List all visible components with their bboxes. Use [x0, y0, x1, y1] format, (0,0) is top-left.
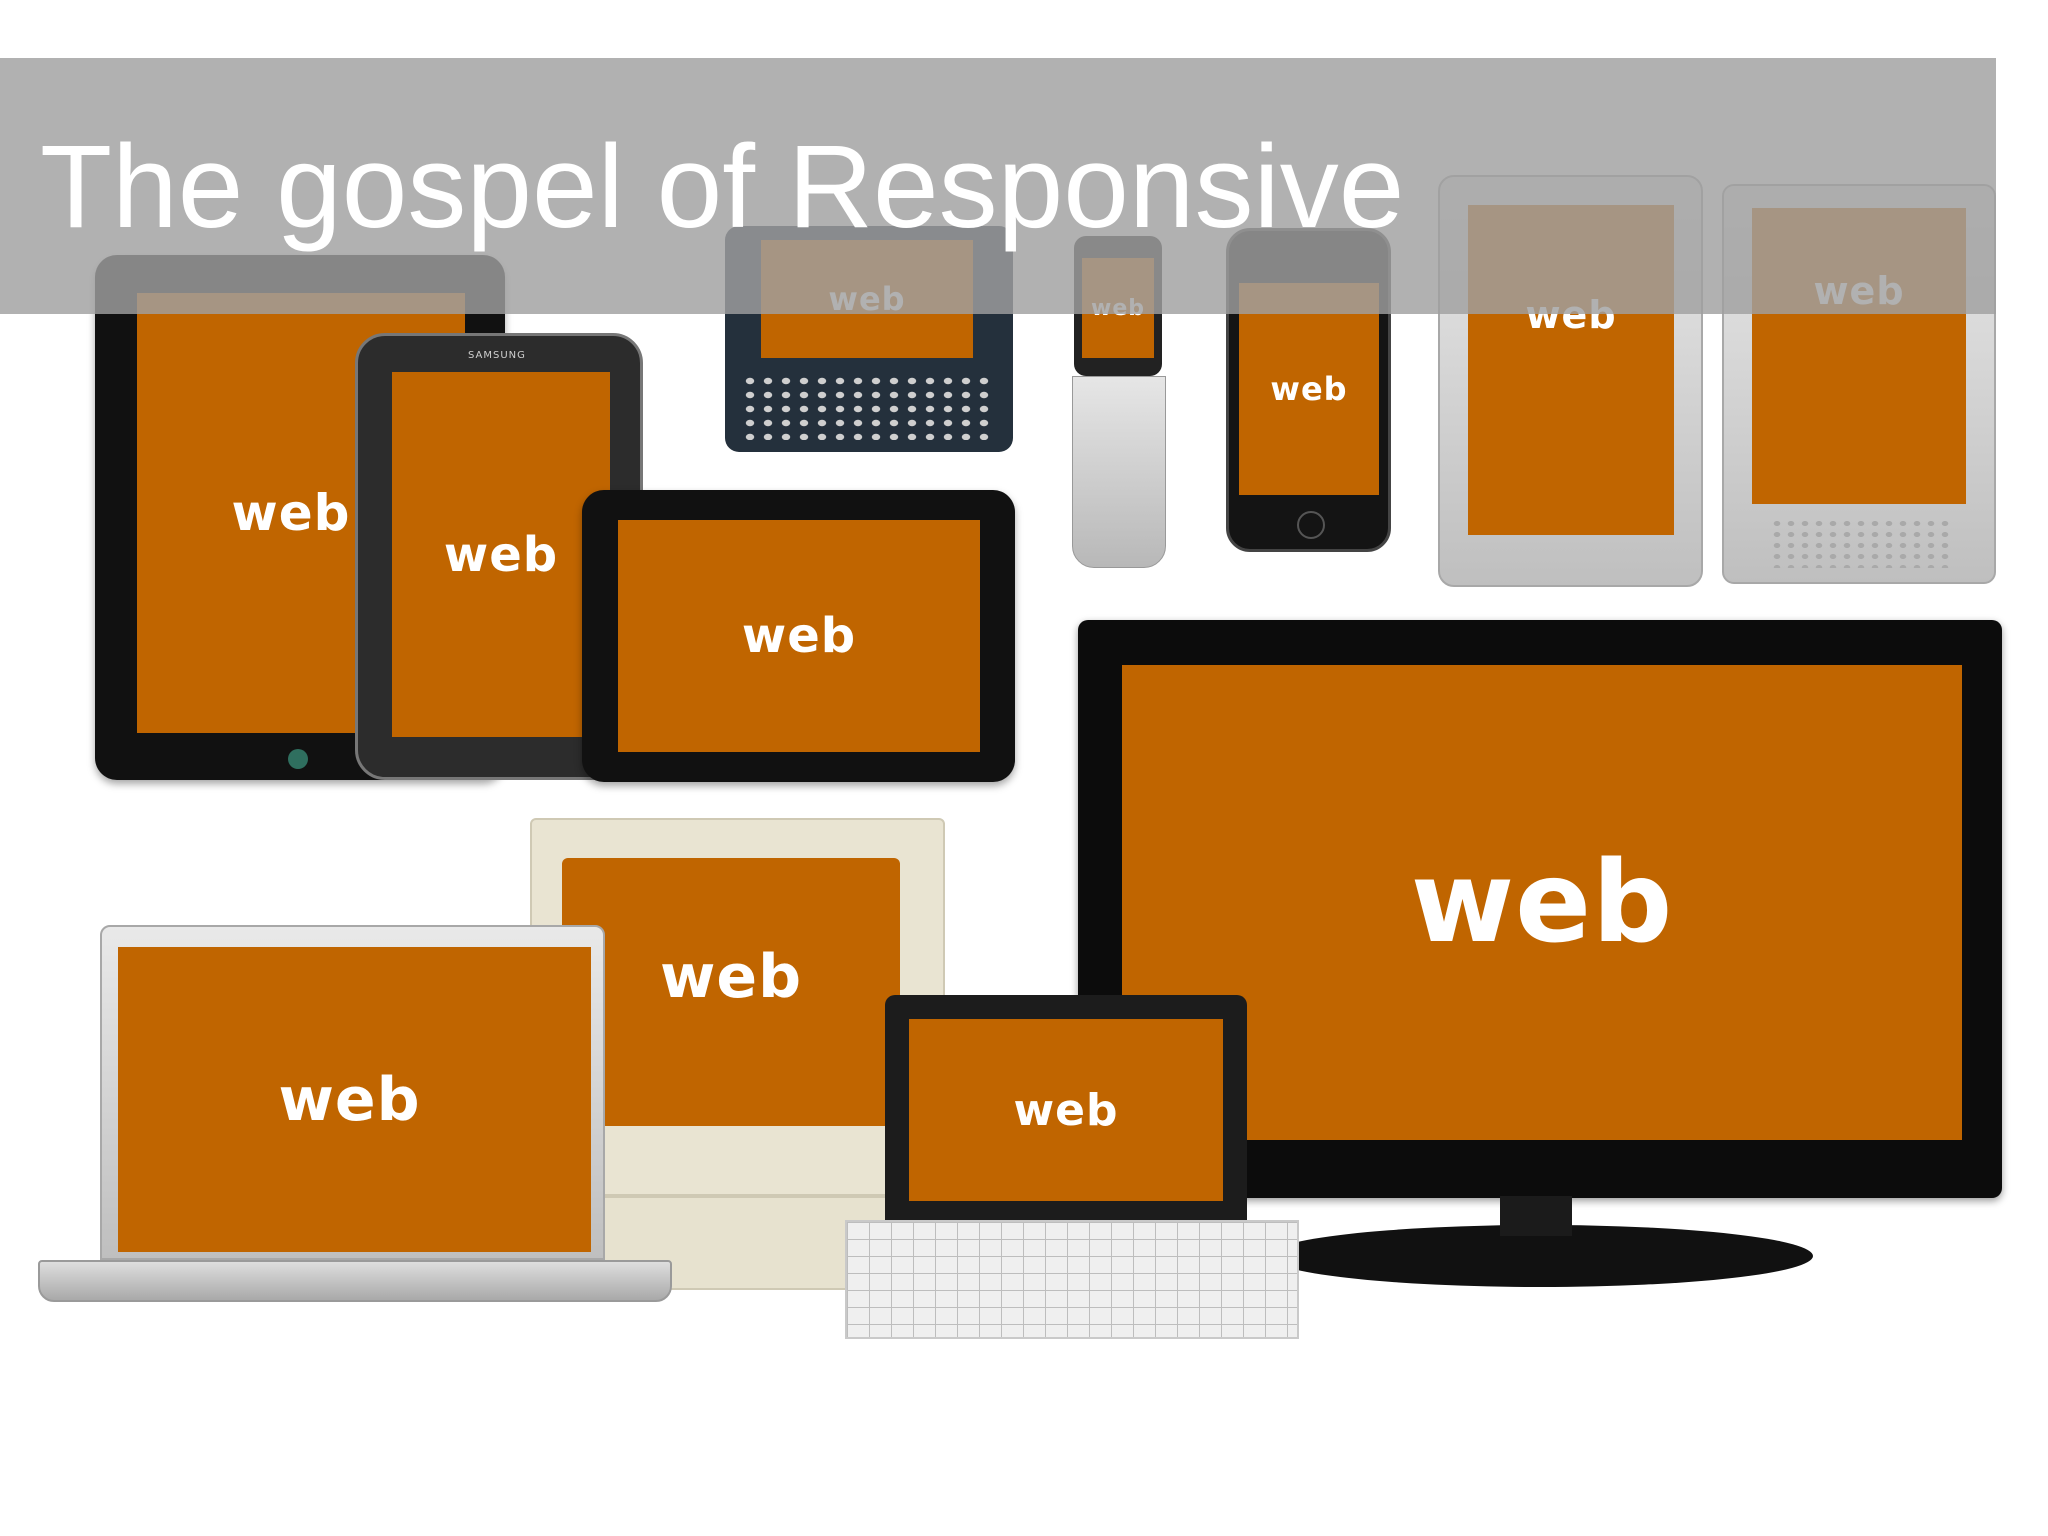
- phone-keyboard: [741, 374, 997, 440]
- iphone-screen: web: [1239, 283, 1379, 495]
- netbook-keyboard: [845, 1220, 1299, 1339]
- galaxy-tab-screen: web: [392, 372, 610, 737]
- tv-screen: web: [1122, 665, 1962, 1140]
- flip-phone-keypad: [1072, 376, 1166, 568]
- samsung-logo: SAMSUNG: [468, 350, 526, 361]
- netbook-device: web: [885, 995, 1247, 1220]
- crt-monitor-web-label: web: [659, 942, 803, 1012]
- title-banner: [0, 58, 1996, 314]
- landscape-tablet-device: web: [582, 490, 1015, 782]
- home-button-icon: [288, 749, 308, 769]
- netbook-web-label: web: [1013, 1084, 1119, 1136]
- slide-title: The gospel of Responsive: [40, 121, 1405, 253]
- landscape-tablet-web-label: web: [741, 608, 857, 664]
- kindle-keyboard: [1770, 518, 1950, 568]
- laptop-screen: web: [118, 947, 591, 1252]
- laptop-base: [38, 1260, 672, 1302]
- laptop-web-label: web: [278, 1064, 421, 1135]
- iphone-web-label: web: [1270, 370, 1348, 408]
- tv-web-label: web: [1410, 837, 1674, 968]
- laptop-device: web: [100, 925, 605, 1260]
- home-button-icon: [1297, 511, 1325, 539]
- crt-monitor-screen: web: [562, 858, 900, 1126]
- landscape-tablet-screen: web: [618, 520, 980, 752]
- ipad-web-label: web: [231, 484, 351, 542]
- tv-neck: [1500, 1196, 1572, 1236]
- netbook-screen: web: [909, 1019, 1223, 1201]
- galaxy-tab-web-label: web: [443, 526, 559, 583]
